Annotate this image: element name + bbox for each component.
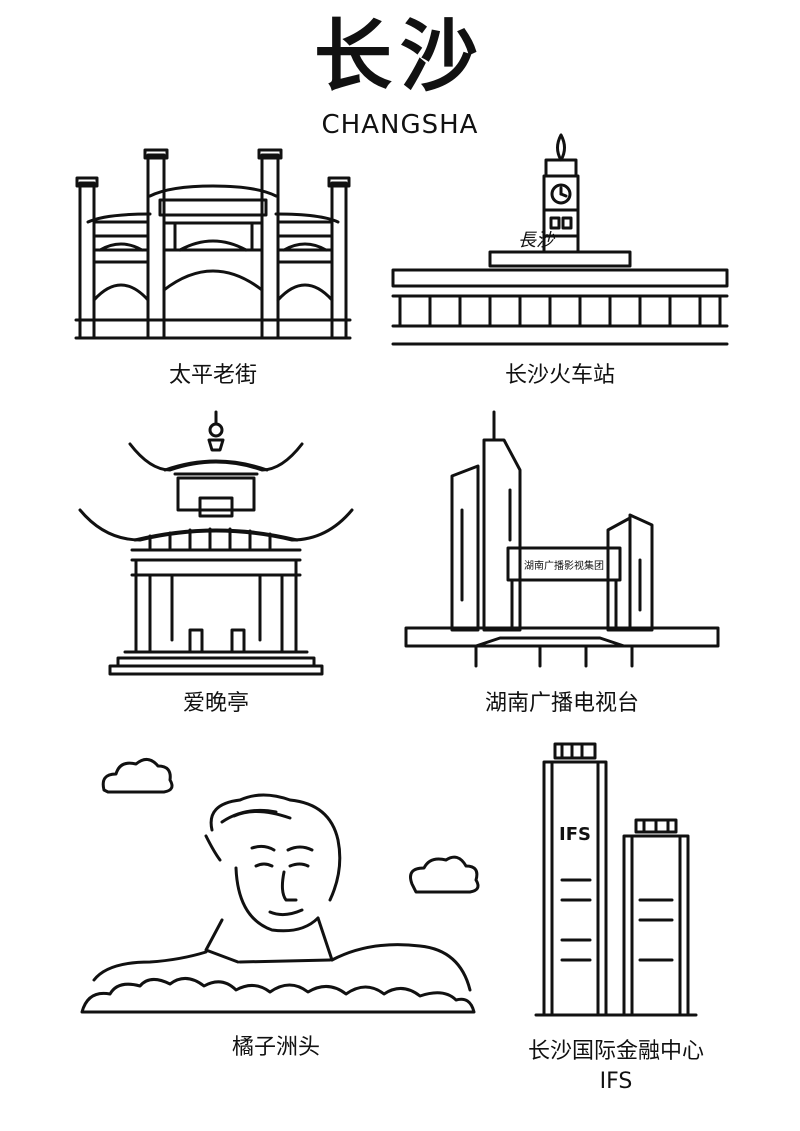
aiwan-pavilion <box>78 410 354 676</box>
page-subtitle: CHANGSHA <box>321 110 479 140</box>
cloud-right <box>409 855 480 894</box>
station-inscription: 長沙 <box>518 230 556 251</box>
station-columns <box>398 294 722 328</box>
orange-isle-sculpture <box>80 758 480 1014</box>
hunan-broadcasting-building <box>404 410 720 668</box>
label-ifs: 长沙国际金融中心 <box>527 1039 704 1064</box>
label-railway-station: 长沙火车站 <box>504 363 615 388</box>
page-title: 长沙 <box>313 12 486 102</box>
broadcast-sign-text: 湖南广播影视集团 <box>524 559 604 572</box>
label-orange-isle: 橘子洲头 <box>231 1035 320 1060</box>
label-aiwan-pavilion: 爱晚亭 <box>182 691 249 716</box>
label-taiping-street: 太平老街 <box>168 363 257 388</box>
ifs-towers <box>534 742 698 1017</box>
label-broadcasting: 湖南广播电视台 <box>484 691 639 716</box>
ifs-tower-mark: IFS <box>559 824 591 845</box>
label-ifs-en: IFS <box>599 1069 633 1094</box>
cloud-left <box>101 758 174 794</box>
taiping-street-archway <box>74 148 352 340</box>
changsha-railway-station <box>391 133 729 346</box>
